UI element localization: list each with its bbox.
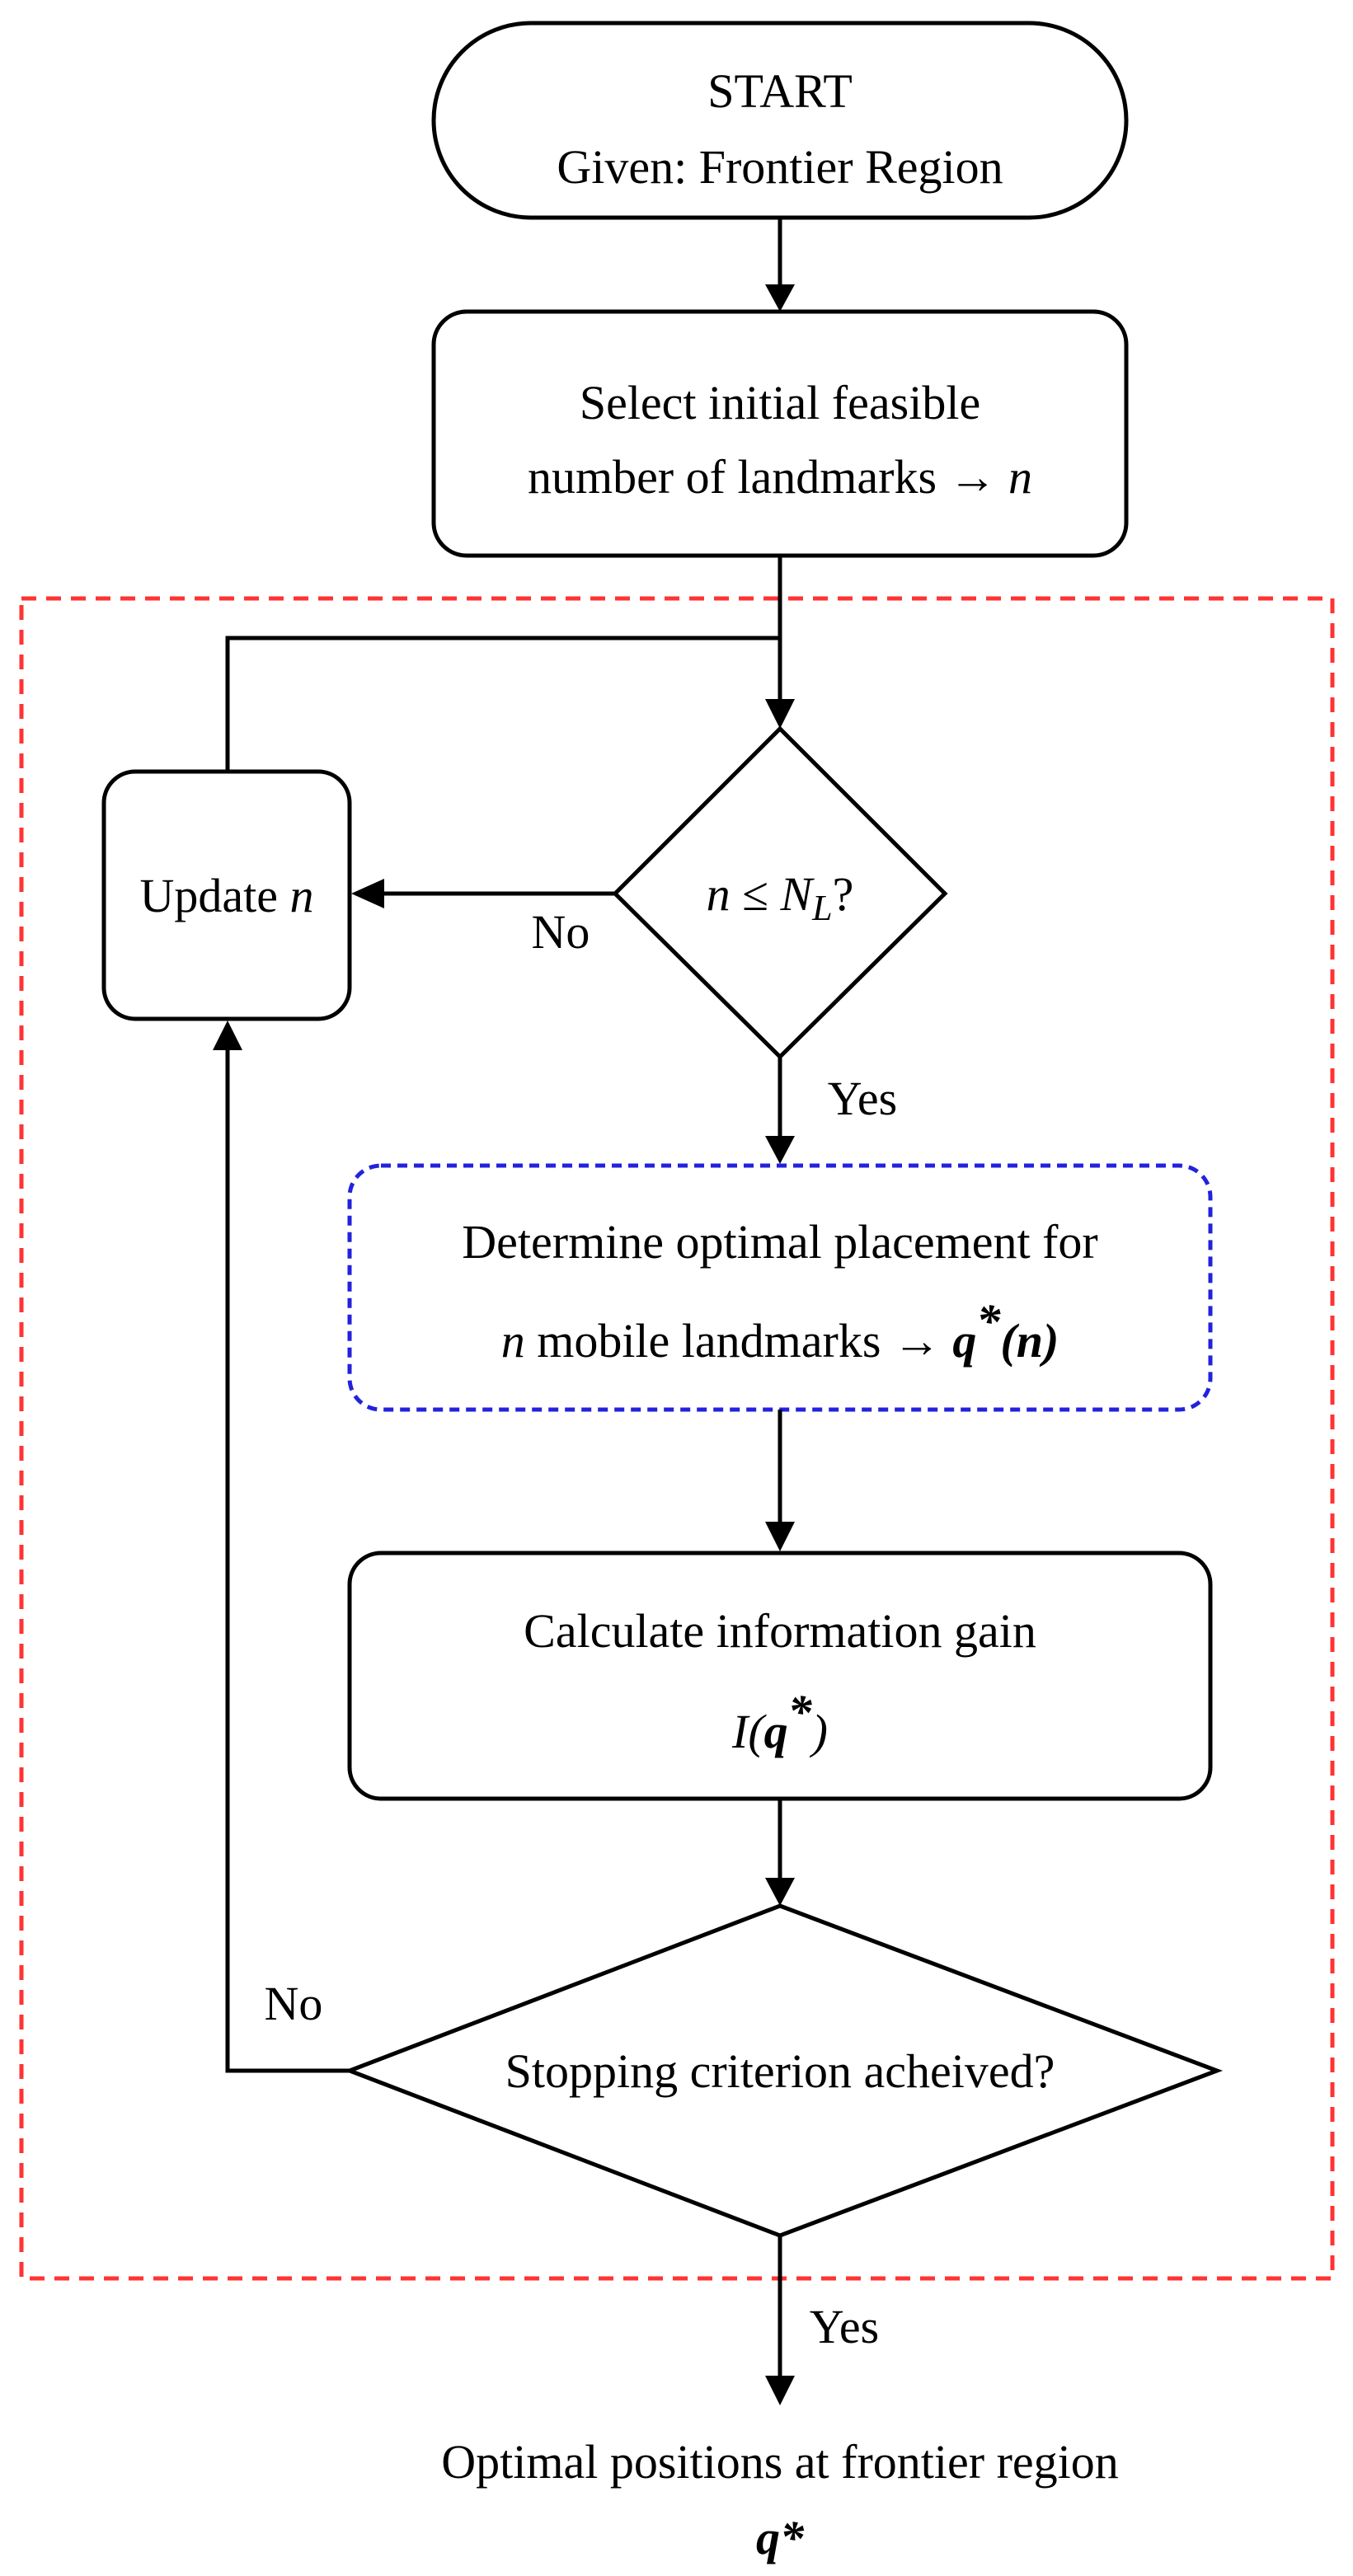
init-landmarks-node: Select initial feasible number of landma…: [431, 309, 1129, 558]
label-yes-2: Yes: [810, 2300, 879, 2353]
label-no-2: No: [265, 1977, 323, 2030]
update-n-node: Update n: [101, 769, 352, 1021]
result-line1: Optimal positions at frontier region: [441, 2435, 1119, 2489]
start-given: Given: Frontier Region: [557, 140, 1003, 194]
information-gain-node: Calculate information gain I(q*): [347, 1551, 1213, 1801]
init-line2: number of landmarks → n: [528, 450, 1032, 504]
result-q-star: q*: [756, 2511, 805, 2564]
start-node: START Given: Frontier Region: [431, 21, 1129, 220]
placement-line1: Determine optimal placement for: [462, 1215, 1097, 1269]
edge-no-update-arrowhead: [351, 879, 384, 908]
decision-n-label: n ≤ NL?: [707, 867, 854, 928]
stopping-label: Stopping criterion acheived?: [505, 2044, 1055, 2098]
edge-placement-gain-arrowhead: [765, 1522, 795, 1551]
edge-gain-stopping-arrowhead: [765, 1878, 795, 1906]
stopping-criterion-decision: Stopping criterion acheived?: [344, 1903, 1224, 2238]
label-yes-1: Yes: [828, 1072, 897, 1125]
edge-init-decision-arrowhead: [765, 699, 795, 729]
edge-yes-placement-arrowhead: [765, 1136, 795, 1164]
gain-line2: I(q*): [731, 1685, 828, 1758]
edge-no-loop-back-arrowhead: [213, 1021, 242, 1050]
edge-yes-result-arrowhead: [765, 2376, 795, 2405]
decision-n-le-NL: n ≤ NL?: [612, 725, 948, 1060]
init-line1: Select initial feasible: [580, 376, 980, 429]
gain-line1: Calculate information gain: [524, 1604, 1036, 1658]
edge-start-init-arrowhead: [765, 284, 795, 312]
placement-line2: n mobile landmarks → q*(n): [501, 1294, 1059, 1368]
edge-no-loop-back: [225, 1049, 350, 2073]
label-no-1: No: [532, 905, 590, 959]
placement-node: Determine optimal placement for n mobile…: [347, 1163, 1213, 1412]
update-n-label: Update n: [140, 869, 314, 922]
iteration-loop-region: [19, 596, 1335, 2281]
start-title: START: [707, 64, 853, 118]
edge-update-merge: [225, 636, 780, 772]
